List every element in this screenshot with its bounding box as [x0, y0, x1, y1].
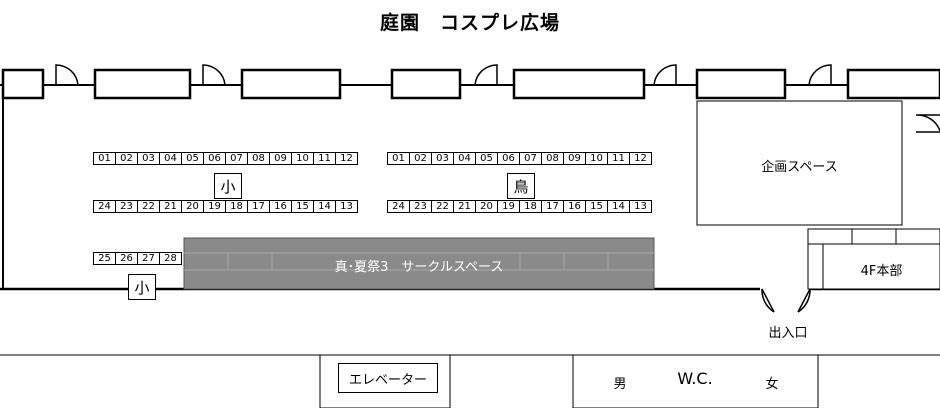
marker-bird-right: 鳥	[507, 173, 535, 199]
hq-label: 4F本部	[860, 264, 903, 279]
booth-cell: 24	[387, 200, 410, 213]
wc-label: W.C.	[677, 369, 713, 388]
planning-space-box	[696, 100, 903, 226]
booth-cell: 15	[585, 200, 608, 213]
booth-cell: 11	[313, 152, 336, 165]
booth-cell: 21	[159, 200, 182, 213]
booth-cell: 19	[497, 200, 520, 213]
booth-cell: 11	[607, 152, 630, 165]
booth-cell: 20	[475, 200, 498, 213]
booth-cell: 14	[607, 200, 630, 213]
booth-cell: 19	[203, 200, 226, 213]
circle-space-label: 真･夏祭3 サークルスペース	[334, 260, 504, 275]
booth-cell: 06	[203, 152, 226, 165]
booth-cell: 17	[247, 200, 270, 213]
top-wall-block-1	[1, 68, 45, 100]
top-door-swings	[55, 64, 832, 86]
wc-outline	[572, 354, 819, 408]
booth-cell: 28	[159, 252, 182, 265]
booth-cell: 05	[181, 152, 204, 165]
booth-cell: 06	[497, 152, 520, 165]
booth-cell: 07	[225, 152, 248, 165]
booth-cell: 02	[409, 152, 432, 165]
entrance-label: 出入口	[768, 326, 808, 341]
top-wall-block-5	[512, 68, 646, 100]
booth-cell: 26	[115, 252, 138, 265]
elevator-label: エレベーター	[338, 363, 438, 393]
booth-cell: 24	[93, 200, 116, 213]
wc-men-label: 男	[613, 377, 627, 392]
wc-women-label: 女	[765, 377, 779, 392]
entrance-doors	[761, 288, 811, 313]
booth-cell: 16	[563, 200, 586, 213]
booth-cell: 09	[563, 152, 586, 165]
circle-space-grid	[184, 252, 654, 271]
booth-cell: 18	[225, 200, 248, 213]
booth-cell: 04	[453, 152, 476, 165]
booth-cell: 02	[115, 152, 138, 165]
booth-cell: 17	[541, 200, 564, 213]
booth-cell: 20	[181, 200, 204, 213]
top-wall-block-6	[695, 68, 787, 100]
planning-space-label: 企画スペース	[761, 160, 838, 175]
booth-cell: 27	[137, 252, 160, 265]
booth-cell: 01	[93, 152, 116, 165]
booth-cell: 16	[269, 200, 292, 213]
circle-space-area	[183, 237, 655, 290]
booth-cell: 22	[137, 200, 160, 213]
booth-cell: 04	[159, 152, 182, 165]
booth-cell: 13	[629, 200, 652, 213]
top-wall-block-7	[846, 68, 940, 100]
booth-cell: 01	[387, 152, 410, 165]
booth-cell: 12	[629, 152, 652, 165]
booth-cell: 07	[519, 152, 542, 165]
marker-small-lower: 小	[128, 274, 156, 300]
top-wall-block-4	[390, 68, 462, 100]
page-title: 庭園 コスプレ広場	[379, 12, 560, 34]
booth-cell: 15	[291, 200, 314, 213]
booth-cell: 03	[137, 152, 160, 165]
booth-cell: 21	[453, 200, 476, 213]
booth-cell: 05	[475, 152, 498, 165]
booth-cell: 23	[115, 200, 138, 213]
marker-small-left: 小	[214, 173, 242, 199]
booth-cell: 18	[519, 200, 542, 213]
booth-cell: 08	[247, 152, 270, 165]
booth-cell: 03	[431, 152, 454, 165]
booth-cell: 13	[335, 200, 358, 213]
booth-cell: 10	[291, 152, 314, 165]
booth-cell: 22	[431, 200, 454, 213]
booth-cell: 09	[269, 152, 292, 165]
booth-cell: 12	[335, 152, 358, 165]
hq-outline	[807, 228, 940, 290]
booth-cell: 14	[313, 200, 336, 213]
booth-cell: 08	[541, 152, 564, 165]
booth-cell: 10	[585, 152, 608, 165]
top-wall-block-3	[240, 68, 342, 100]
booth-cell: 25	[93, 252, 116, 265]
booth-cell: 23	[409, 200, 432, 213]
top-wall-block-2	[93, 68, 192, 100]
